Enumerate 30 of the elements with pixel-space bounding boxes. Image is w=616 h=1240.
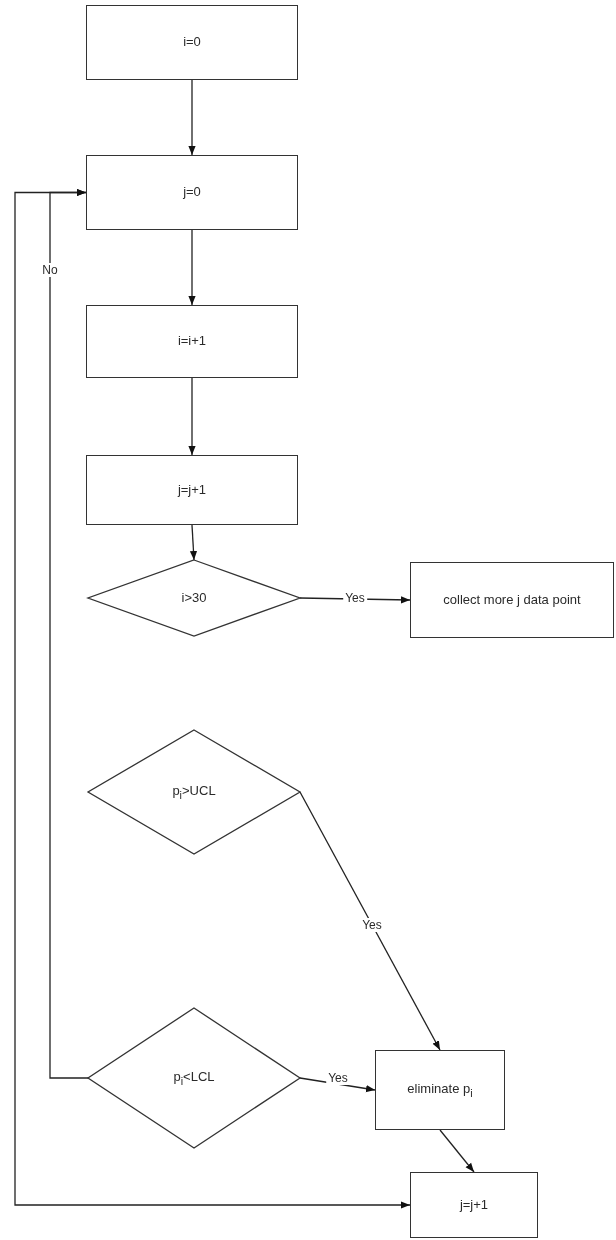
arrow	[299, 791, 441, 1051]
arrow	[188, 79, 196, 156]
edge-label: No	[40, 263, 60, 277]
edge-label: Yes	[343, 591, 367, 605]
process-box	[86, 155, 298, 230]
arrow	[299, 596, 411, 604]
node-text: eliminate p$_{i}$	[407, 1080, 473, 1100]
arrow	[189, 524, 198, 561]
process-box	[410, 1172, 538, 1238]
process-box	[375, 1050, 505, 1130]
process-box	[86, 455, 298, 525]
node-text: collect more j data point	[443, 591, 581, 609]
node-text: i=0	[183, 34, 201, 51]
edge-label: Yes	[326, 1071, 350, 1085]
edge-label: Yes	[360, 918, 384, 932]
arrow	[14, 188, 411, 1209]
node-text: j=0	[183, 184, 201, 201]
arrow	[299, 1077, 376, 1093]
node-text: j=j+1	[177, 481, 207, 499]
arrow	[439, 1129, 475, 1173]
process-box	[86, 305, 298, 378]
node-text: j=j+1	[459, 1196, 489, 1214]
node-text: i=i+1	[177, 333, 207, 350]
node-text: p$_{i}$>UCL	[172, 782, 216, 802]
node-text: i>30	[181, 589, 207, 607]
process-box	[410, 562, 614, 638]
arrow	[188, 377, 196, 456]
arrow	[188, 229, 196, 306]
process-box	[86, 5, 298, 80]
node-text: p$_{i}$<LCL	[173, 1068, 215, 1088]
